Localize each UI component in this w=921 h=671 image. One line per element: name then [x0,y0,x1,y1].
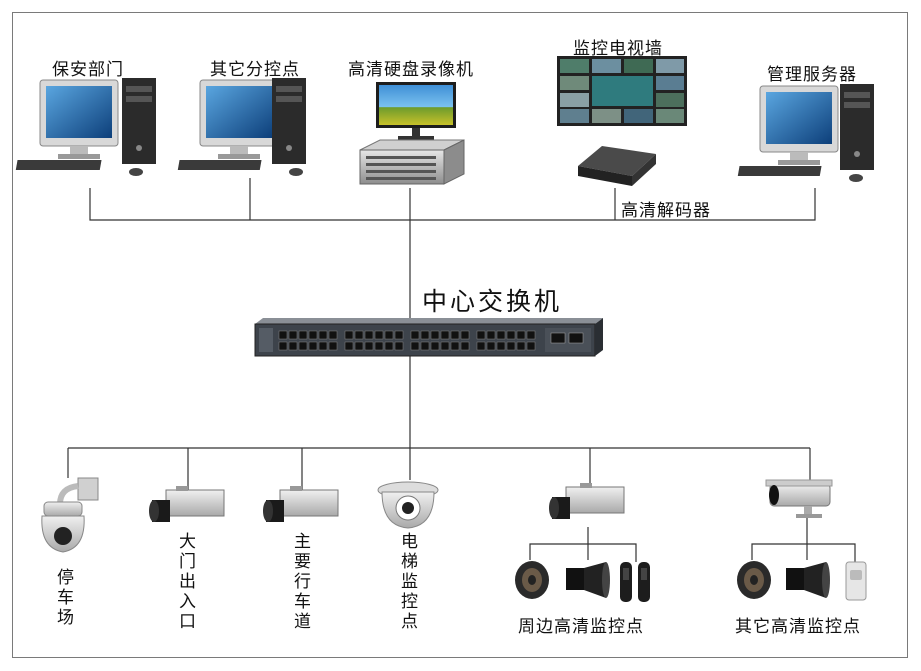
siren-icon [786,562,830,598]
ptz-dome-camera-icon [41,477,99,553]
monitor-icon [376,82,456,140]
connection-lines [67,178,856,562]
desktop-pc-icon [737,84,874,182]
label-parking: 停车场 [53,568,73,628]
siren-icon [566,562,610,598]
nvr-box-icon [359,139,465,185]
motion-sensor-icon [845,561,867,601]
speaker-icon [737,561,771,599]
dome-camera-icon [377,481,439,529]
label-nvr: 高清硬盘录像机 [348,60,474,80]
label-video-wall: 监控电视墙 [573,39,663,59]
box-camera-icon [549,483,625,519]
label-sub-control: 其它分控点 [210,60,300,80]
video-wall-icon [557,56,687,126]
label-security-dept: 保安部门 [52,60,124,80]
label-decoder: 高清解码器 [621,201,711,221]
infrared-beam-icon [620,562,650,602]
decoder-box-icon [578,146,656,186]
box-camera-icon [263,486,339,522]
desktop-pc-icon [177,78,306,176]
label-perimeter: 周边高清监控点 [518,617,644,637]
label-elevator: 电梯监控点 [397,532,417,632]
network-switch-icon [254,318,603,357]
speaker-icon [515,561,549,599]
label-mgmt-server: 管理服务器 [767,65,857,85]
label-other: 其它高清监控点 [735,617,861,637]
label-gate: 大门出入口 [175,532,195,632]
box-camera-icon [149,486,225,522]
label-main-road: 主要行车道 [290,532,310,632]
bullet-camera-icon [765,479,833,518]
label-core-switch: 中心交换机 [422,287,563,316]
diagram-frame [12,12,908,658]
desktop-pc-icon [15,78,156,176]
